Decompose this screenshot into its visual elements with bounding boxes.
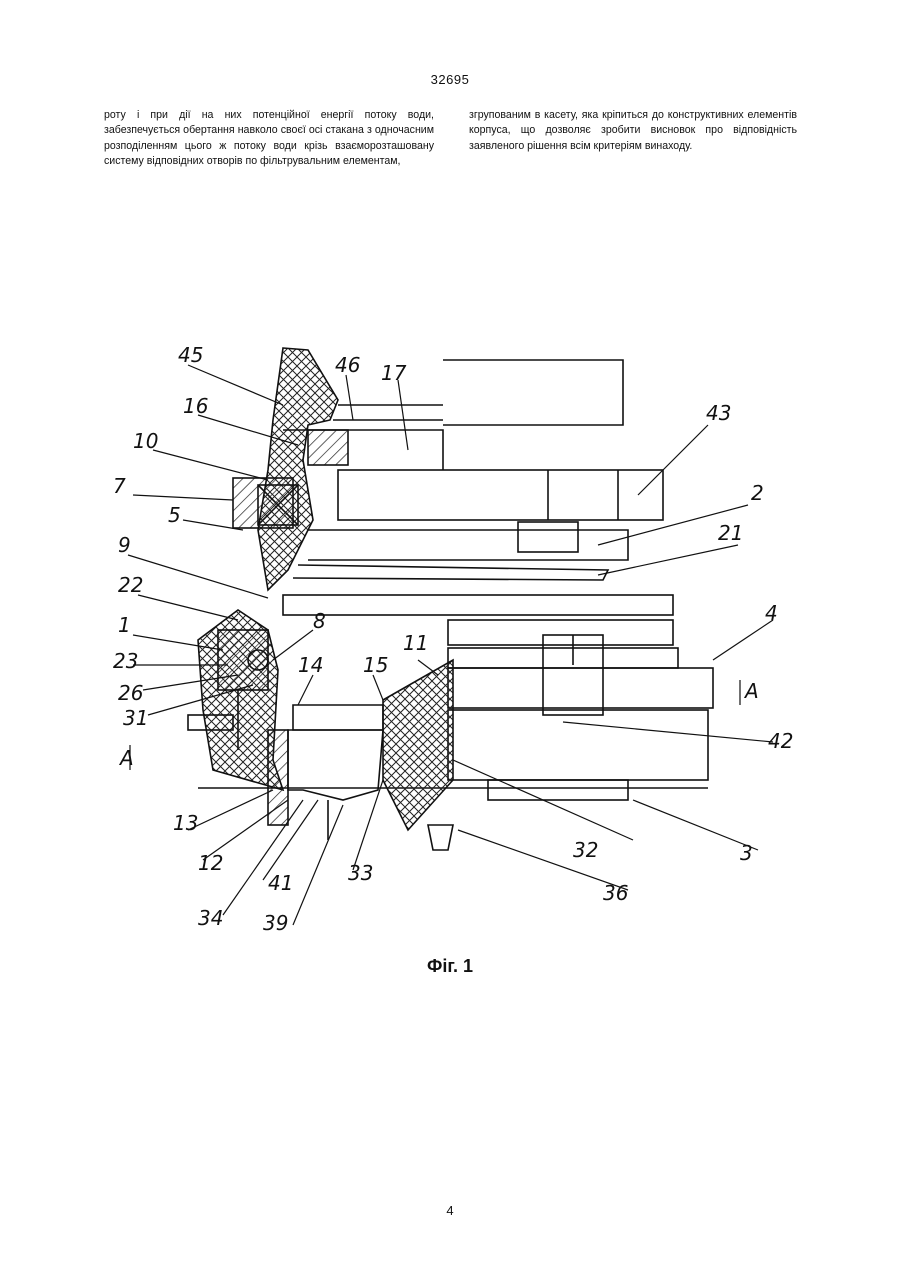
figure-label: 26 [118,681,143,705]
figure-label: A [118,746,134,770]
figure-label: 45 [178,343,203,367]
patent-number: 32695 [0,72,900,87]
figure-label: 43 [706,401,731,425]
figure-label: 17 [381,361,407,385]
figure-label: 23 [113,649,138,673]
figure-label: 4 [765,601,778,625]
figure-label: 7 [113,474,126,498]
figure-label: 34 [198,906,223,930]
figure-label: 32 [573,838,598,862]
figure-label: 15 [363,653,388,677]
figure-label: 1 [118,613,131,637]
technical-drawing: 45 46 17 16 43 10 2 7 5 21 9 22 4 1 8 14… [108,330,798,940]
figure-label: 13 [173,811,198,835]
figure-label: 36 [603,881,628,905]
figure-caption: Фіг. 1 [0,956,900,977]
figure-label: 5 [168,503,181,527]
figure-label: 42 [768,729,793,753]
figure-label: 21 [718,521,743,545]
figure-label: 3 [740,841,753,865]
page-number: 4 [0,1203,900,1218]
text-column-right: згрупованим в касету, яка кріпиться до к… [469,108,797,154]
figure-label: A [743,679,759,703]
figure-label: 41 [268,871,293,895]
figure-label: 39 [263,911,288,935]
paragraph-right: згрупованим в касету, яка кріпиться до к… [469,108,797,154]
figure-label: 12 [198,851,223,875]
figure-label: 22 [118,573,143,597]
paragraph-left: роту і при дії на них потенційної енергі… [104,108,434,170]
figure-label: 10 [133,429,158,453]
text-column-left: роту і при дії на них потенційної енергі… [104,108,434,170]
figure-label: 46 [335,353,360,377]
figure-label: 14 [298,653,323,677]
figure-label: 31 [123,706,148,730]
figure-label: 8 [313,609,326,633]
figure-label: 9 [118,533,131,557]
figure-label: 2 [751,481,764,505]
figure-label: 16 [183,394,208,418]
figure-label: 11 [403,631,428,655]
figure-label: 33 [348,861,373,885]
